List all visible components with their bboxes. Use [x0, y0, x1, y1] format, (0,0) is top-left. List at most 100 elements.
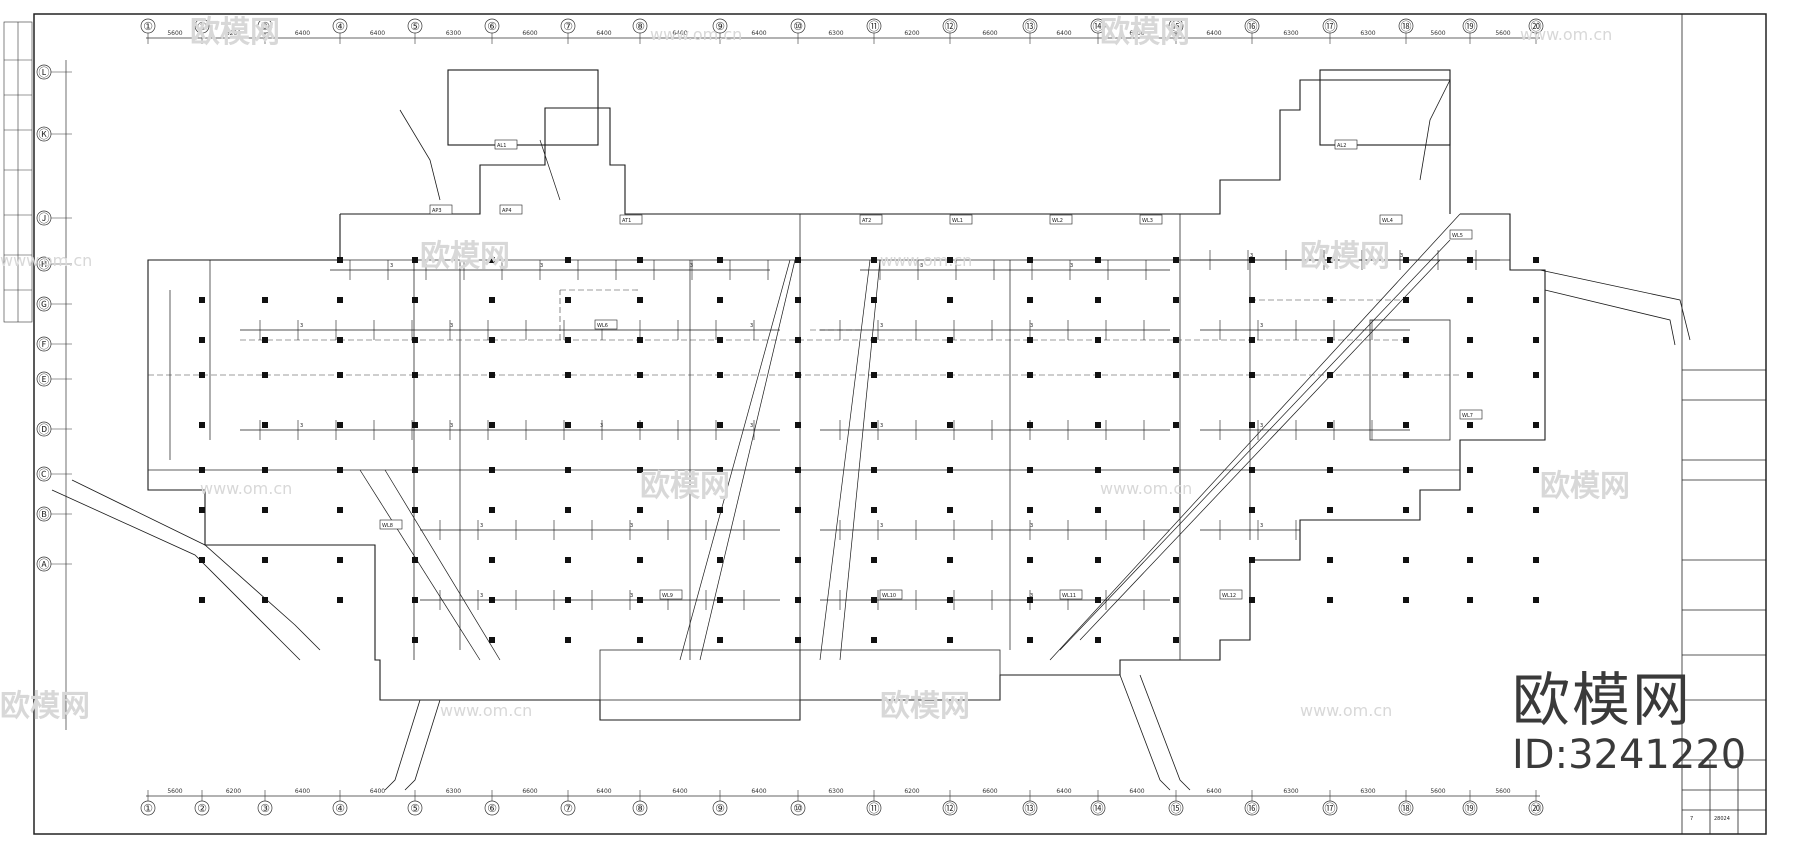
structural-column [1173, 637, 1179, 643]
structural-column [1327, 372, 1333, 378]
circuit-number: 3 [540, 263, 543, 269]
structural-column [871, 467, 877, 473]
equipment-box [1139, 214, 1163, 225]
dimension-label-bottom: 6400 [751, 788, 766, 795]
watermark-site: www.om.cn [440, 701, 532, 720]
equipment-box [659, 589, 683, 600]
structural-column [489, 422, 495, 428]
dimension-label-top: 6400 [370, 30, 385, 37]
structural-column [1533, 337, 1539, 343]
grid-row-label: Ⓗ [39, 258, 50, 271]
structural-column [489, 507, 495, 513]
dimension-label-top: 6200 [904, 30, 919, 37]
equipment-tag: WL12 [1222, 593, 1236, 599]
structural-column [1095, 637, 1101, 643]
structural-column [1533, 372, 1539, 378]
circuit-number: 3 [750, 423, 753, 429]
watermark-site: www.om.cn [200, 479, 292, 498]
structural-column [1249, 507, 1255, 513]
dimension-label-top: 6400 [751, 30, 766, 37]
watermark-brand: 欧模网 [1100, 15, 1190, 50]
structural-column [1403, 297, 1409, 303]
structural-column [489, 297, 495, 303]
structural-column [637, 637, 643, 643]
structural-column [1533, 467, 1539, 473]
circuit-number: 3 [1260, 323, 1263, 329]
grid-column-top-label: ⑭ [1093, 20, 1104, 33]
dimension-label-bottom: 6600 [522, 788, 537, 795]
structural-column [337, 597, 343, 603]
circuit-number: 3 [1030, 323, 1033, 329]
structural-column [1027, 422, 1033, 428]
structural-column [717, 557, 723, 563]
structural-column [337, 557, 343, 563]
structural-column [565, 597, 571, 603]
structural-column [337, 257, 343, 263]
structural-column [1173, 372, 1179, 378]
dimension-label-top: 6400 [1206, 30, 1221, 37]
drawing-border [33, 13, 1767, 835]
structural-column [1027, 637, 1033, 643]
structural-column [1403, 597, 1409, 603]
feeder-lines [359, 139, 1461, 661]
structural-column [1467, 337, 1473, 343]
dimension-label-top: 6300 [1283, 30, 1298, 37]
structural-column [489, 597, 495, 603]
structural-column [637, 557, 643, 563]
circuit-number: 3 [1030, 523, 1033, 529]
dimension-label-bottom: 6400 [596, 788, 611, 795]
structural-column [1533, 297, 1539, 303]
structural-column [1027, 337, 1033, 343]
dimension-label-bottom: 6200 [226, 788, 241, 795]
grid-column-bottom-label: ① [143, 802, 153, 815]
structural-column [262, 507, 268, 513]
watermark-brand: 欧模网 [420, 239, 510, 274]
grid-row-label: Ⓐ [39, 558, 50, 571]
structural-column [412, 297, 418, 303]
structural-column [795, 372, 801, 378]
structural-column [637, 597, 643, 603]
grid-column-top-label: ⑬ [1025, 20, 1036, 33]
structural-column [1467, 467, 1473, 473]
structural-column [262, 422, 268, 428]
grid-row-label: Ⓚ [39, 128, 50, 141]
grid-column-bottom-label: ⑧ [635, 802, 645, 815]
watermark-site: www.om.cn [1300, 701, 1392, 720]
structural-column [489, 467, 495, 473]
grid-row-label: Ⓔ [39, 373, 50, 386]
circuit-number: 3 [880, 323, 883, 329]
lighting-circuits: 333333333333333333333333333333 [169, 250, 1500, 660]
structural-column [947, 557, 953, 563]
circuit-number: 3 [1030, 593, 1033, 599]
structural-column [1467, 557, 1473, 563]
structural-column [717, 422, 723, 428]
equipment-box [1459, 409, 1483, 420]
circuit-number: 3 [630, 523, 633, 529]
structural-column [337, 422, 343, 428]
structural-column [412, 467, 418, 473]
structural-column [637, 467, 643, 473]
structural-column [412, 637, 418, 643]
structural-column [262, 372, 268, 378]
structural-column [337, 507, 343, 513]
structural-column [565, 467, 571, 473]
dimension-label-bottom: 5600 [1495, 788, 1510, 795]
structural-column [947, 372, 953, 378]
structural-column [795, 597, 801, 603]
structural-column [412, 337, 418, 343]
dimension-label-bottom: 5600 [1430, 788, 1445, 795]
structural-column [1327, 297, 1333, 303]
grid-column-bottom-label: ⑫ [945, 802, 956, 815]
watermark-site: www.om.cn [0, 251, 92, 270]
watermark-brand: 欧模网 [640, 469, 730, 504]
circuit-number: 3 [1250, 253, 1253, 259]
structural-column [565, 337, 571, 343]
dimension-label-bottom: 6400 [370, 788, 385, 795]
structural-column [1249, 557, 1255, 563]
dimension-lines [65, 37, 1540, 797]
circuit-number: 3 [450, 423, 453, 429]
dimension-label-bottom: 5600 [167, 788, 182, 795]
structural-column [262, 337, 268, 343]
